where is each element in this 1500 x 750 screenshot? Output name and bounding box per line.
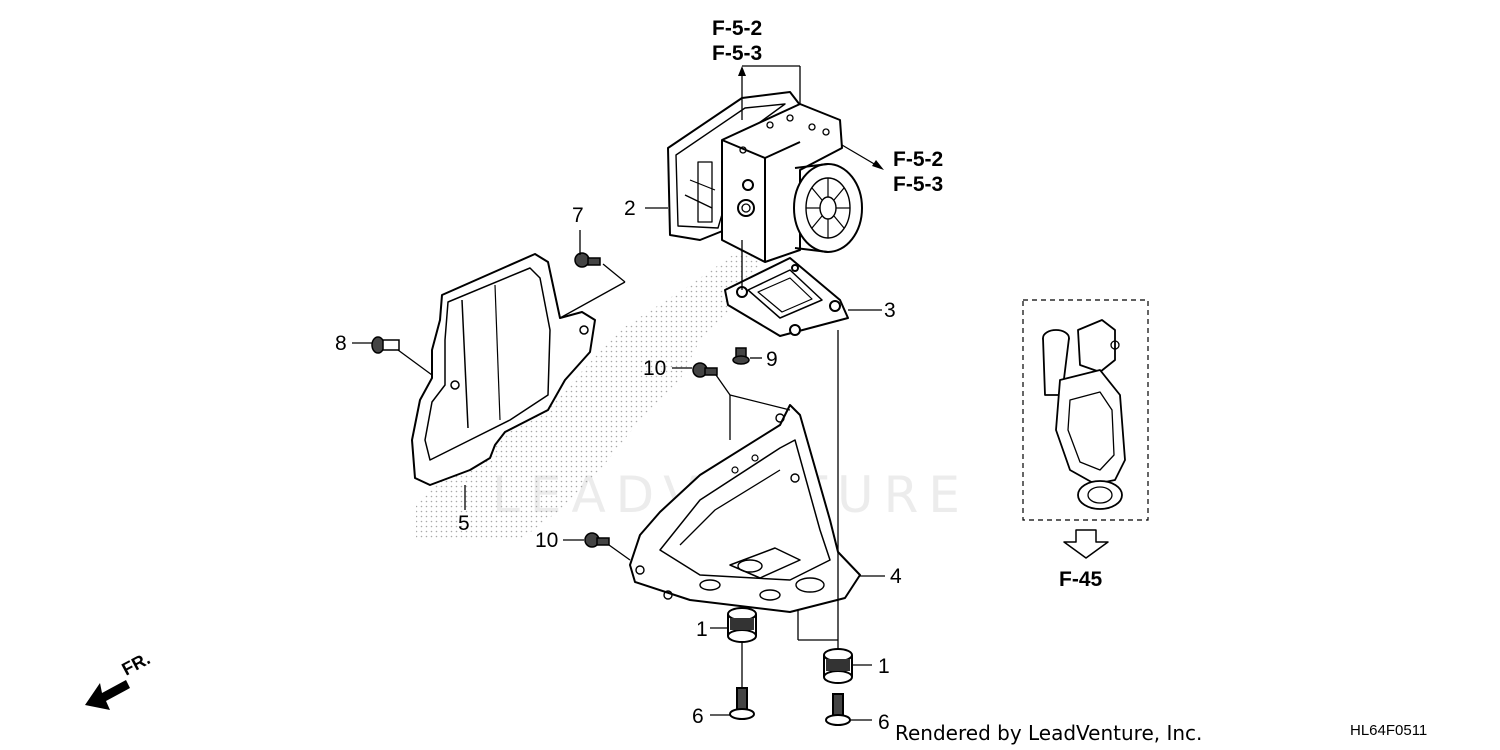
inset-frame [1022,299,1149,521]
grommet-part-1-b [823,648,853,684]
bolt-part-6-b [825,693,851,726]
callout-1-right[interactable]: 1 [878,655,890,678]
callout-10-upper[interactable]: 10 [643,357,666,380]
callout-6-left[interactable]: 6 [692,705,704,728]
footer-credit: Rendered by LeadVenture, Inc. [895,721,1202,745]
leader-lines [352,65,885,721]
lower-bracket-part-4 [629,404,861,613]
callout-4[interactable]: 4 [890,565,902,588]
callout-2[interactable]: 2 [624,197,636,220]
ref-right-f-5-3[interactable]: F-5-3 [893,173,943,196]
bolt-part-10-b [584,532,610,548]
ref-inset-f-45[interactable]: F-45 [1059,568,1103,591]
front-direction-arrow-icon: FR. [85,648,153,710]
callout-3[interactable]: 3 [884,299,896,322]
bolt-part-7 [574,252,601,268]
front-label: FR. [118,648,153,679]
callout-5[interactable]: 5 [458,512,470,535]
callout-8[interactable]: 8 [335,332,347,355]
ref-top-f-5-2[interactable]: F-5-2 [712,17,762,40]
bolt-part-10-a [692,362,718,378]
shading-area [416,250,760,540]
bracket-plate-part-3 [724,257,849,337]
clip-part-8 [371,336,400,354]
diagram-code: HL64F0511 [1350,722,1427,739]
down-arrow-icon [1063,529,1109,559]
abs-modulator-part-2 [667,91,863,263]
nut-part-9 [732,347,750,365]
callout-1-left[interactable]: 1 [696,618,708,641]
callout-9[interactable]: 9 [766,348,778,371]
callout-6-right[interactable]: 6 [878,711,890,734]
bolt-part-6-a [729,687,755,720]
callout-10-lower[interactable]: 10 [535,529,558,552]
heat-shield-part-5 [411,253,596,486]
ref-top-f-5-3[interactable]: F-5-3 [712,42,762,65]
callout-7[interactable]: 7 [572,204,584,227]
sensor-inset-part [1042,319,1126,510]
grommet-part-1-a [727,607,757,643]
ref-right-f-5-2[interactable]: F-5-2 [893,148,943,171]
